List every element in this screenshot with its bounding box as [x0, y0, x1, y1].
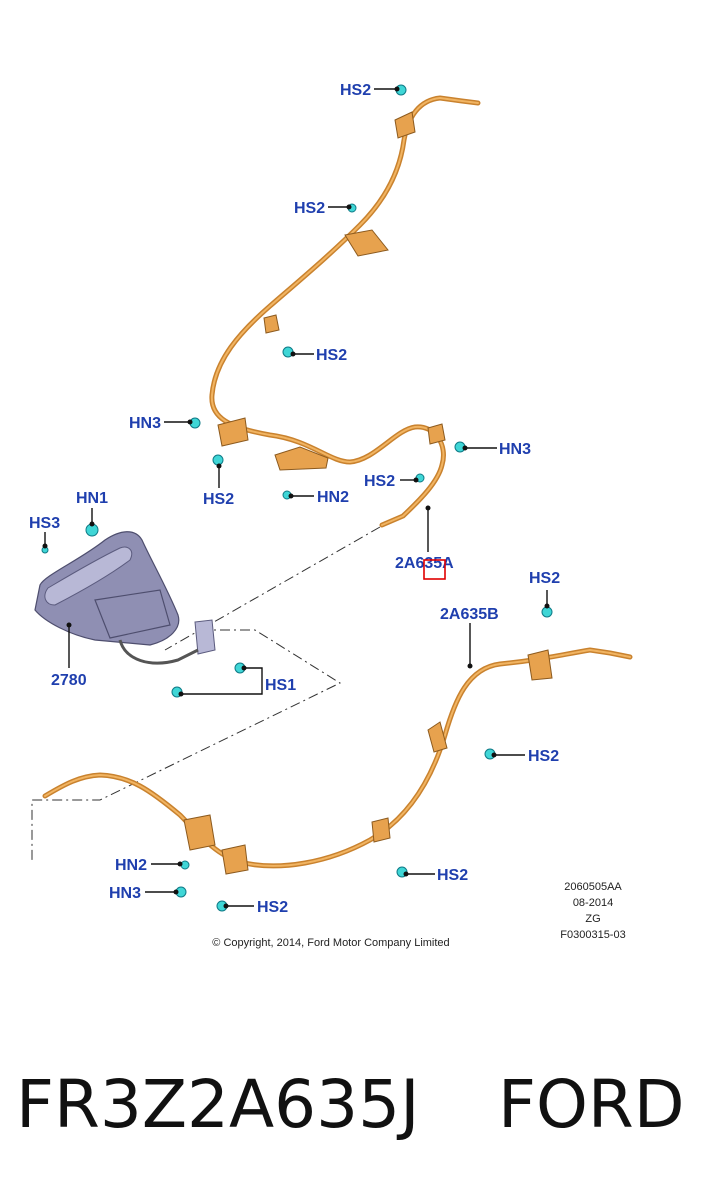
callout-hs2-bottom[interactable]: HS2	[257, 899, 288, 916]
copyright-notice: © Copyright, 2014, Ford Motor Company Li…	[212, 937, 449, 949]
callout-hs2-left[interactable]: HS2	[203, 491, 234, 508]
footer: FR3Z2A635J FORD	[0, 1060, 708, 1150]
callout-hn2-low[interactable]: HN2	[115, 857, 147, 874]
callout-hn2-mid[interactable]: HN2	[317, 489, 349, 506]
callout-hs2-b-mid[interactable]: HS2	[528, 748, 559, 765]
callout-hn3-low[interactable]: HN3	[109, 885, 141, 902]
callout-hs2-b-top[interactable]: HS2	[529, 570, 560, 587]
selection-highlight-box	[423, 559, 446, 580]
callout-hs3[interactable]: HS3	[29, 515, 60, 532]
callout-part-2a635b[interactable]: 2A635B	[440, 606, 499, 623]
brand-name: FORD	[498, 1066, 685, 1143]
callout-hs2-b-low[interactable]: HS2	[437, 867, 468, 884]
callout-hn3-left[interactable]: HN3	[129, 415, 161, 432]
callout-hs2-upper[interactable]: HS2	[294, 200, 325, 217]
fasteners	[41, 84, 553, 912]
drawing-date: 08-2014	[573, 897, 613, 909]
callout-hs2-mid[interactable]: HS2	[316, 347, 347, 364]
parking-brake-lever	[34, 531, 216, 665]
drawing-zg: ZG	[585, 913, 600, 925]
part-number-title: FR3Z2A635J	[16, 1066, 420, 1143]
drawing-info: 2060505AA 08-2014 ZG F0300315-03	[560, 881, 625, 941]
drawing-code: 2060505AA	[564, 881, 622, 893]
callout-hs1[interactable]: HS1	[265, 677, 296, 694]
callout-hn1[interactable]: HN1	[76, 490, 108, 507]
leader-dots	[42, 86, 550, 909]
parking-brake-cable-diagram: HS2 HS2 HS2 HN3 HS2 HN2 HS2 HN3 2A635A H…	[29, 82, 633, 949]
cable-2a635b	[42, 647, 633, 869]
callout-labels: HS2 HS2 HS2 HN3 HS2 HN2 HS2 HN3 2A635A H…	[29, 82, 560, 916]
leader-lines	[44, 88, 548, 907]
cable-brackets	[183, 111, 553, 875]
cable-2a635a	[209, 95, 481, 528]
callout-part-2780[interactable]: 2780	[51, 672, 87, 689]
drawing-figure-id: F0300315-03	[560, 929, 625, 941]
callout-hs2-top[interactable]: HS2	[340, 82, 371, 99]
callout-hs2-right[interactable]: HS2	[364, 473, 395, 490]
callout-hn3-right[interactable]: HN3	[499, 441, 531, 458]
